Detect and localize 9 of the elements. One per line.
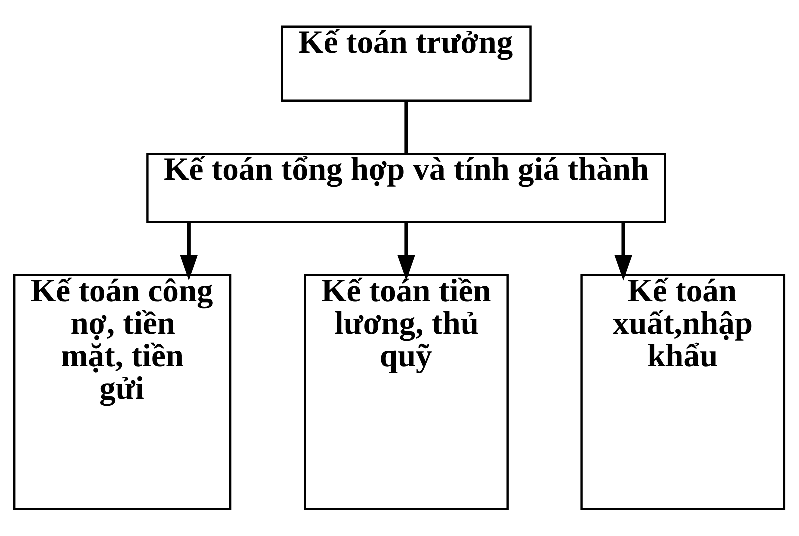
node-box: Kế toán trưởng bbox=[281, 26, 532, 102]
node-box: Kế toán công nợ, tiền mặt, tiền gửi bbox=[13, 274, 232, 510]
node-box: Kế toán tổng hợp và tính giá thành bbox=[146, 153, 666, 224]
arrow bbox=[398, 222, 416, 281]
node-box: Kế toán xuất,nhập khẩu bbox=[580, 274, 786, 510]
arrow bbox=[614, 222, 632, 281]
arrow bbox=[180, 222, 198, 281]
node-box: Kế toán tiền lương, thủ quỹ bbox=[304, 274, 509, 510]
connector bbox=[404, 101, 408, 154]
